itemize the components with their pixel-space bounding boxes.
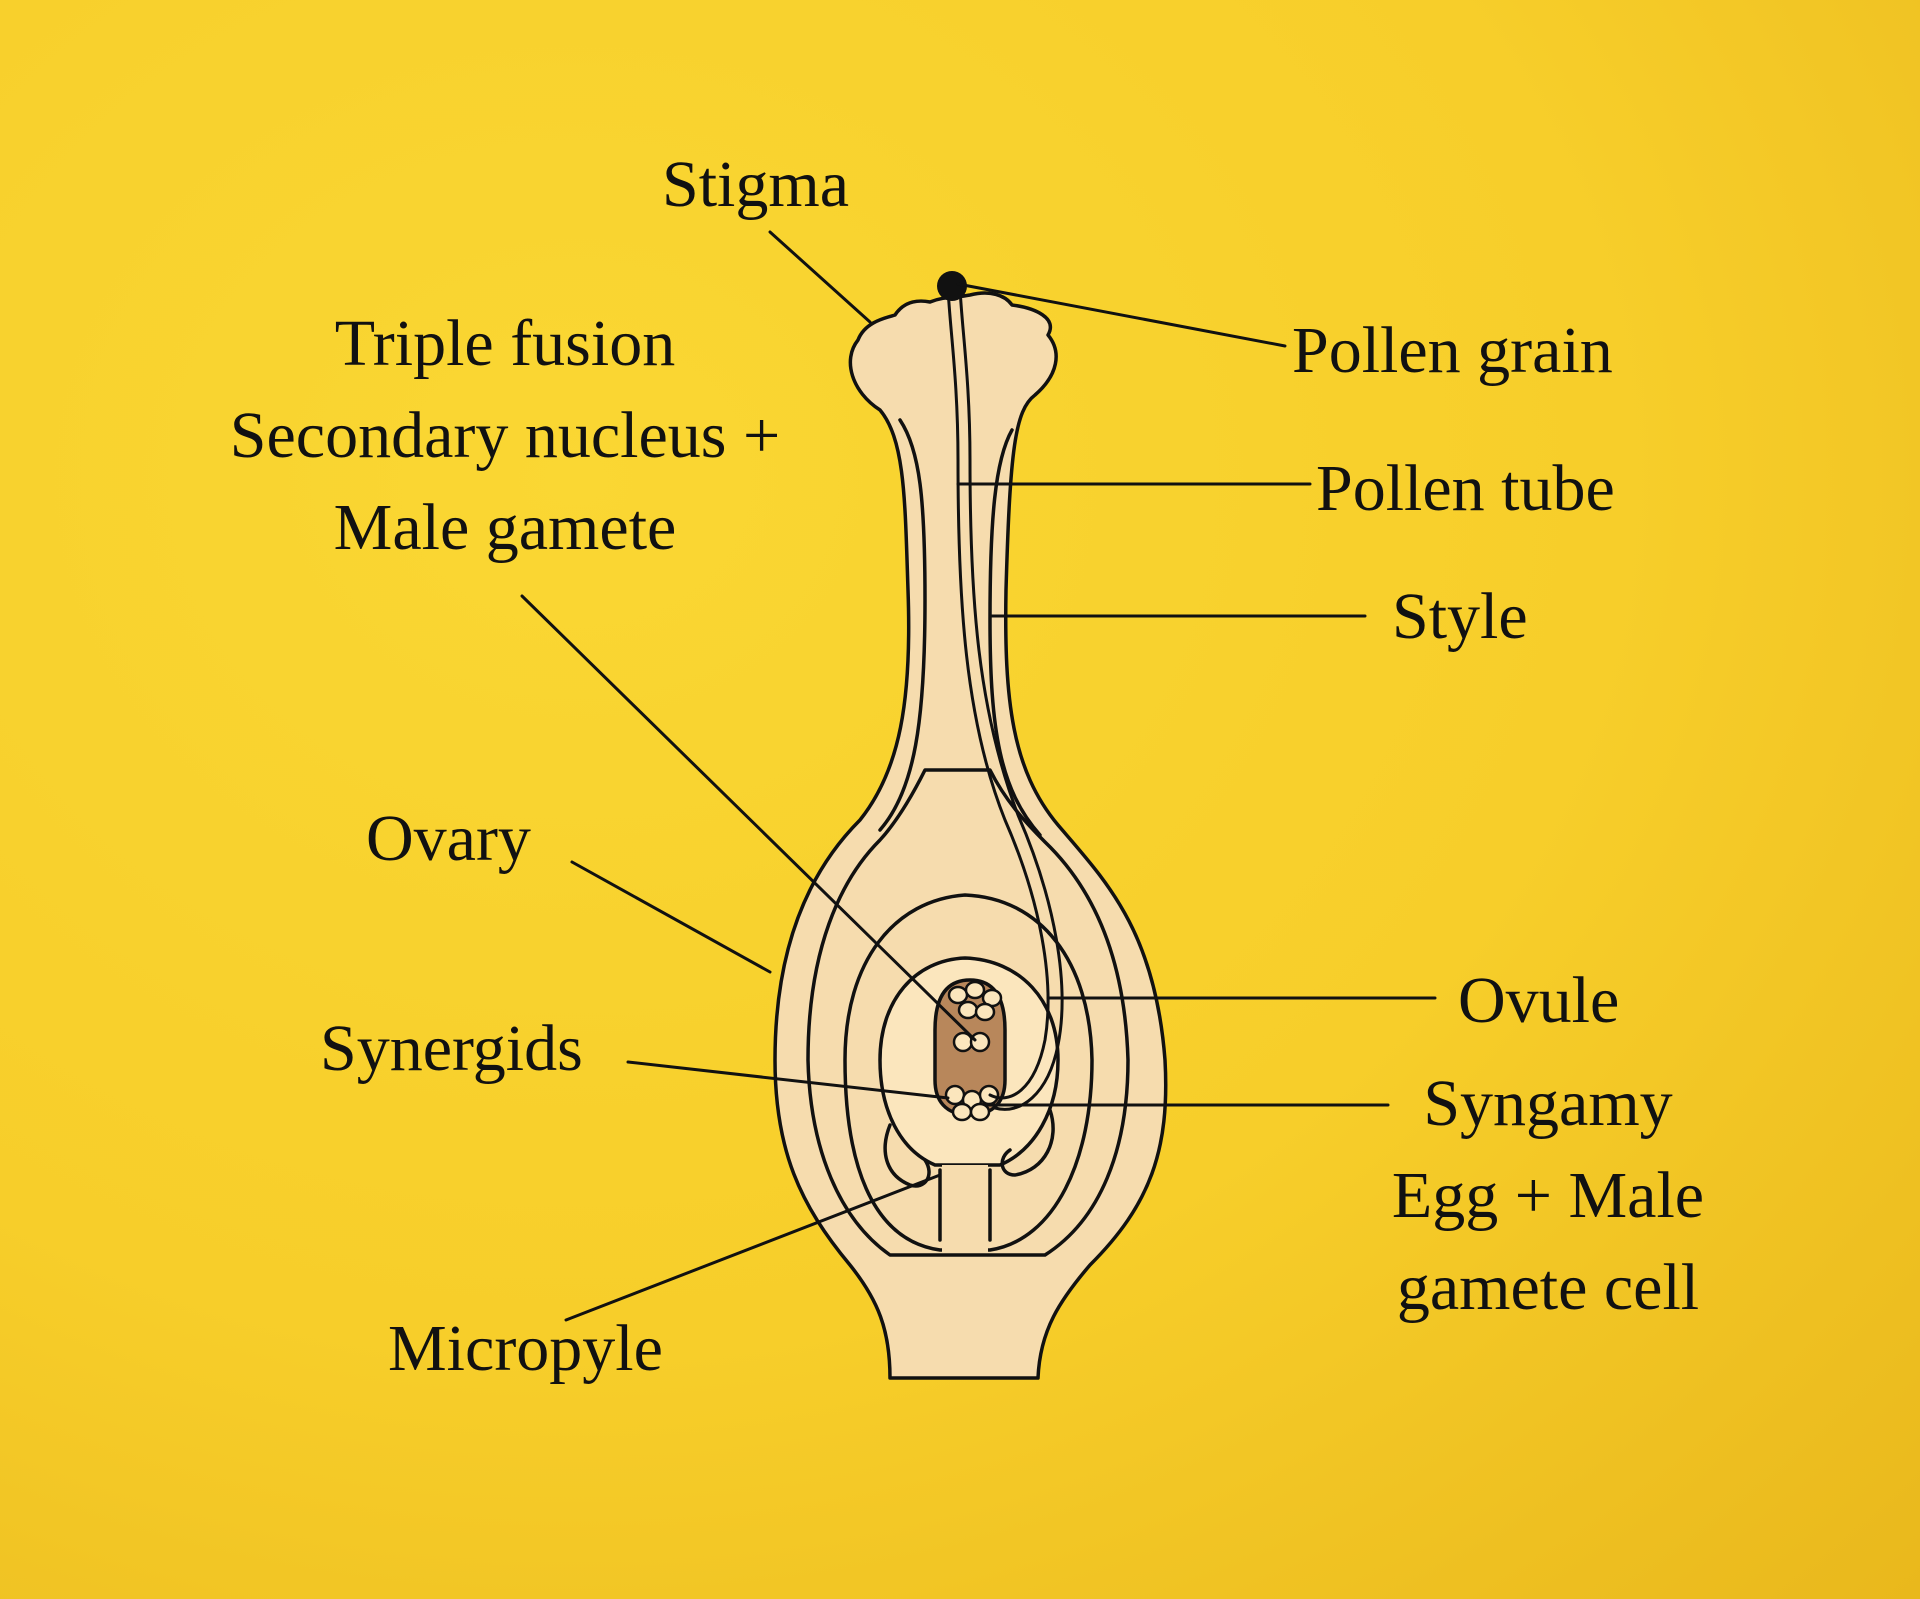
label-style: Style (1392, 580, 1528, 653)
leader-lines (520, 230, 1437, 1322)
pollen-tube (946, 286, 1050, 1100)
label-pollen-grain: Pollen grain (1292, 314, 1613, 387)
leader-synergids (626, 1060, 950, 1100)
syngamy-line-3: gamete cell (1396, 1251, 1700, 1324)
label-syngamy: Syngamy Egg + Male gamete cell (1348, 1058, 1748, 1334)
label-ovary: Ovary (366, 802, 531, 875)
leader-pollen-grain (956, 282, 1287, 348)
label-pollen-tube: Pollen tube (1316, 452, 1615, 525)
leader-micropyle (564, 1173, 942, 1322)
label-synergids: Synergids (320, 1012, 583, 1085)
style-canal-right (988, 428, 1042, 837)
ovule-hook-right (1000, 1108, 1055, 1177)
label-ovule: Ovule (1458, 964, 1620, 1037)
syngamy-line-2: Egg + Male (1391, 1159, 1705, 1232)
secondary-nucleus (952, 1031, 991, 1053)
antipodal-cells (947, 980, 1003, 1022)
label-micropyle: Micropyle (388, 1312, 663, 1385)
style-canal-left (878, 418, 927, 832)
triple-fusion-line-2: Secondary nucleus + (229, 399, 781, 472)
triple-fusion-line-3: Male gamete (333, 491, 677, 564)
pollen-tube-inner (958, 286, 1064, 1111)
pollen-grain-dot (937, 271, 967, 301)
micropyle-opening (938, 1168, 992, 1242)
label-stigma: Stigma (662, 148, 850, 221)
ovule-hook-left (883, 1123, 931, 1188)
micropyle-gap (942, 1165, 988, 1252)
leader-triple-fusion (520, 594, 977, 1042)
label-triple-fusion: Triple fusion Secondary nucleus + Male g… (190, 298, 820, 574)
leader-ovary (570, 860, 772, 974)
triple-fusion-line-1: Triple fusion (334, 307, 676, 380)
syngamy-line-1: Syngamy (1423, 1067, 1673, 1140)
leader-stigma (768, 230, 872, 324)
